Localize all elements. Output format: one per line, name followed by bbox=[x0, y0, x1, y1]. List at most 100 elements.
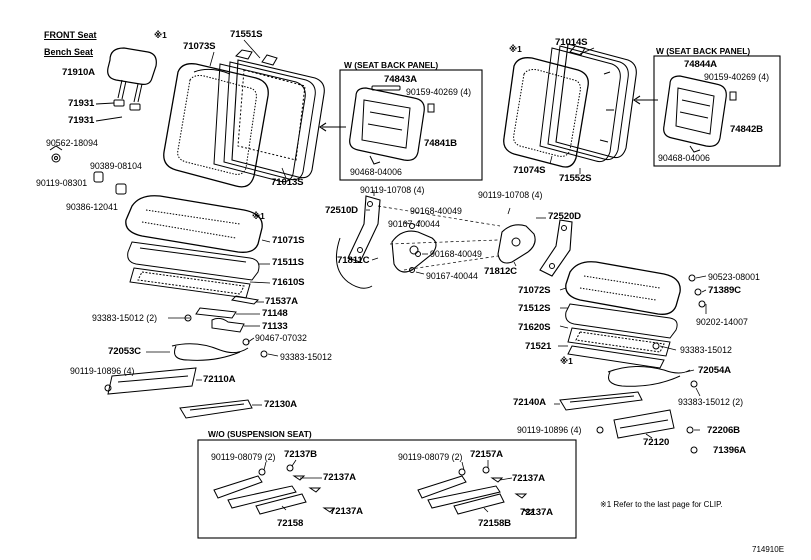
part-71537A bbox=[230, 295, 260, 305]
label-74844A: 74844A bbox=[684, 59, 718, 70]
left-seatback-cushion bbox=[163, 63, 269, 188]
leader-lines-box bbox=[263, 459, 533, 515]
suspension-parts-left bbox=[213, 464, 336, 515]
right-seatback-frames bbox=[539, 43, 637, 163]
label-90119-08301: 90119-08301 bbox=[36, 178, 88, 188]
label-71511S: 71511S bbox=[272, 257, 304, 268]
clip-mark-3: ※1 bbox=[252, 211, 265, 221]
label-74843A: 74843A bbox=[384, 74, 418, 85]
label-90562-18094: 90562-18094 bbox=[46, 138, 98, 148]
label-71910A: 71910A bbox=[62, 67, 96, 78]
label-72110A: 72110A bbox=[203, 374, 236, 385]
label-93383-15012-2-right: 93383-15012 (2) bbox=[678, 397, 744, 407]
label-71074S: 71074S bbox=[513, 165, 546, 176]
rail-72140A bbox=[559, 391, 643, 411]
label-90119-10896-4-left: 90119-10896 (4) bbox=[70, 366, 135, 376]
label-90119-10708-4-right: 90119-10708 (4) bbox=[478, 190, 543, 200]
cover-71811C bbox=[391, 230, 437, 273]
label-71013S: 71013S bbox=[271, 177, 304, 188]
label-71072S: 71072S bbox=[518, 285, 551, 296]
label-71389C: 71389C bbox=[708, 285, 742, 296]
label-71537A: 71537A bbox=[265, 296, 299, 307]
label-71521: 71521 bbox=[525, 341, 552, 352]
seatback-panel-left bbox=[349, 85, 435, 165]
w-box-left-title: W (SEAT BACK PANEL) bbox=[344, 60, 439, 70]
label-93383-15012-2-left: 93383-15012 (2) bbox=[92, 313, 158, 323]
right-seat-cushion-71072S bbox=[565, 261, 681, 315]
part-71148 bbox=[195, 307, 237, 319]
left-seat-pad-71511S bbox=[127, 241, 260, 281]
part-71133 bbox=[211, 317, 245, 333]
rail-72120 bbox=[613, 409, 675, 439]
label-71014S: 71014S bbox=[555, 37, 588, 48]
label-71552S: 71552S bbox=[559, 173, 592, 184]
clip-mark-1: ※1 bbox=[154, 30, 167, 40]
seatback-panel-right bbox=[663, 75, 737, 153]
rail-72130A bbox=[179, 399, 253, 419]
bracket-72510D bbox=[347, 195, 381, 263]
label-72510D: 72510D bbox=[325, 205, 359, 216]
leader-lines-right bbox=[549, 47, 707, 439]
label-72137A-b: 72137A bbox=[330, 506, 364, 517]
label-72130A: 72130A bbox=[264, 399, 298, 410]
left-seatback-frames bbox=[213, 49, 325, 183]
label-72120: 72120 bbox=[643, 437, 670, 448]
label-90119-08079-2-right: 90119-08079 (2) bbox=[398, 452, 463, 462]
label-90468-04006-left: 90468-04006 bbox=[350, 167, 402, 177]
right-seat-frame-71620S bbox=[567, 327, 671, 357]
header-front-seat: FRONT Seat bbox=[44, 30, 97, 40]
label-90168-40049-b: 90168-40049 bbox=[430, 249, 482, 259]
label-71073S: 71073S bbox=[183, 41, 216, 52]
label-90159-40269-4-right: 90159-40269 (4) bbox=[704, 72, 770, 82]
label-72137A-d: 72137A bbox=[520, 507, 554, 518]
right-seatback-cushion bbox=[503, 57, 589, 168]
cable-72053C bbox=[171, 343, 249, 354]
label-74842B: 74842B bbox=[730, 124, 764, 135]
small-fasteners-left bbox=[49, 145, 127, 195]
leader-lines-left bbox=[146, 39, 287, 406]
label-72137A-a: 72137A bbox=[323, 472, 357, 483]
label-72206B: 72206B bbox=[707, 425, 741, 436]
label-74841B: 74841B bbox=[424, 138, 458, 149]
cover-71812C bbox=[497, 224, 536, 264]
headrest-71910A bbox=[107, 47, 157, 111]
label-71931-b: 71931 bbox=[68, 115, 95, 126]
clip-mark-2: ※1 bbox=[509, 44, 522, 54]
label-72054A: 72054A bbox=[698, 365, 732, 376]
wo-box-title: W/O (SUSPENSION SEAT) bbox=[208, 429, 312, 439]
label-90389-08104: 90389-08104 bbox=[90, 161, 142, 171]
label-72520D: 72520D bbox=[548, 211, 582, 222]
bracket-72520D bbox=[539, 219, 573, 277]
w-box-right-title: W (SEAT BACK PANEL) bbox=[656, 46, 751, 56]
label-90167-40044-b: 90167-40044 bbox=[426, 271, 478, 281]
wo-box-frame bbox=[197, 439, 577, 539]
label-90168-40049-a: 90168-40049 bbox=[410, 206, 462, 216]
w-box-right-frame bbox=[653, 55, 781, 167]
label-71512S: 71512S bbox=[518, 303, 551, 314]
figure-code: 714910E bbox=[752, 545, 785, 554]
label-90167-40044-a: 90167-40044 bbox=[388, 219, 440, 229]
footnote-clip: ※1 Refer to the last page for CLIP. bbox=[600, 500, 723, 509]
label-90468-04006-right: 90468-04006 bbox=[658, 153, 710, 163]
clip-mark-4: ※1 bbox=[560, 356, 573, 366]
label-72137A-c: 72137A bbox=[512, 473, 546, 484]
label-71148: 71148 bbox=[262, 308, 288, 319]
cable-72054A bbox=[607, 366, 691, 374]
label-72157A: 72157A bbox=[470, 449, 504, 460]
label-72158: 72158 bbox=[277, 518, 304, 529]
label-90467-07032: 90467-07032 bbox=[255, 333, 307, 343]
label-90159-40269-4-left: 90159-40269 (4) bbox=[406, 87, 472, 97]
header-bench-seat: Bench Seat bbox=[44, 47, 94, 57]
label-90386-12041: 90386-12041 bbox=[66, 202, 118, 212]
label-71620S: 71620S bbox=[518, 322, 551, 333]
label-90119-10896-4-right: 90119-10896 (4) bbox=[517, 425, 582, 435]
label-71396A: 71396A bbox=[713, 445, 747, 456]
label-71551S: 71551S bbox=[230, 29, 263, 40]
label-93383-15012-left: 93383-15012 bbox=[280, 352, 332, 362]
label-72140A: 72140A bbox=[513, 397, 547, 408]
label-71610S: 71610S bbox=[272, 277, 305, 288]
label-71133: 71133 bbox=[262, 321, 288, 332]
label-72053C: 72053C bbox=[108, 346, 142, 357]
cable-left-mid bbox=[335, 237, 373, 289]
